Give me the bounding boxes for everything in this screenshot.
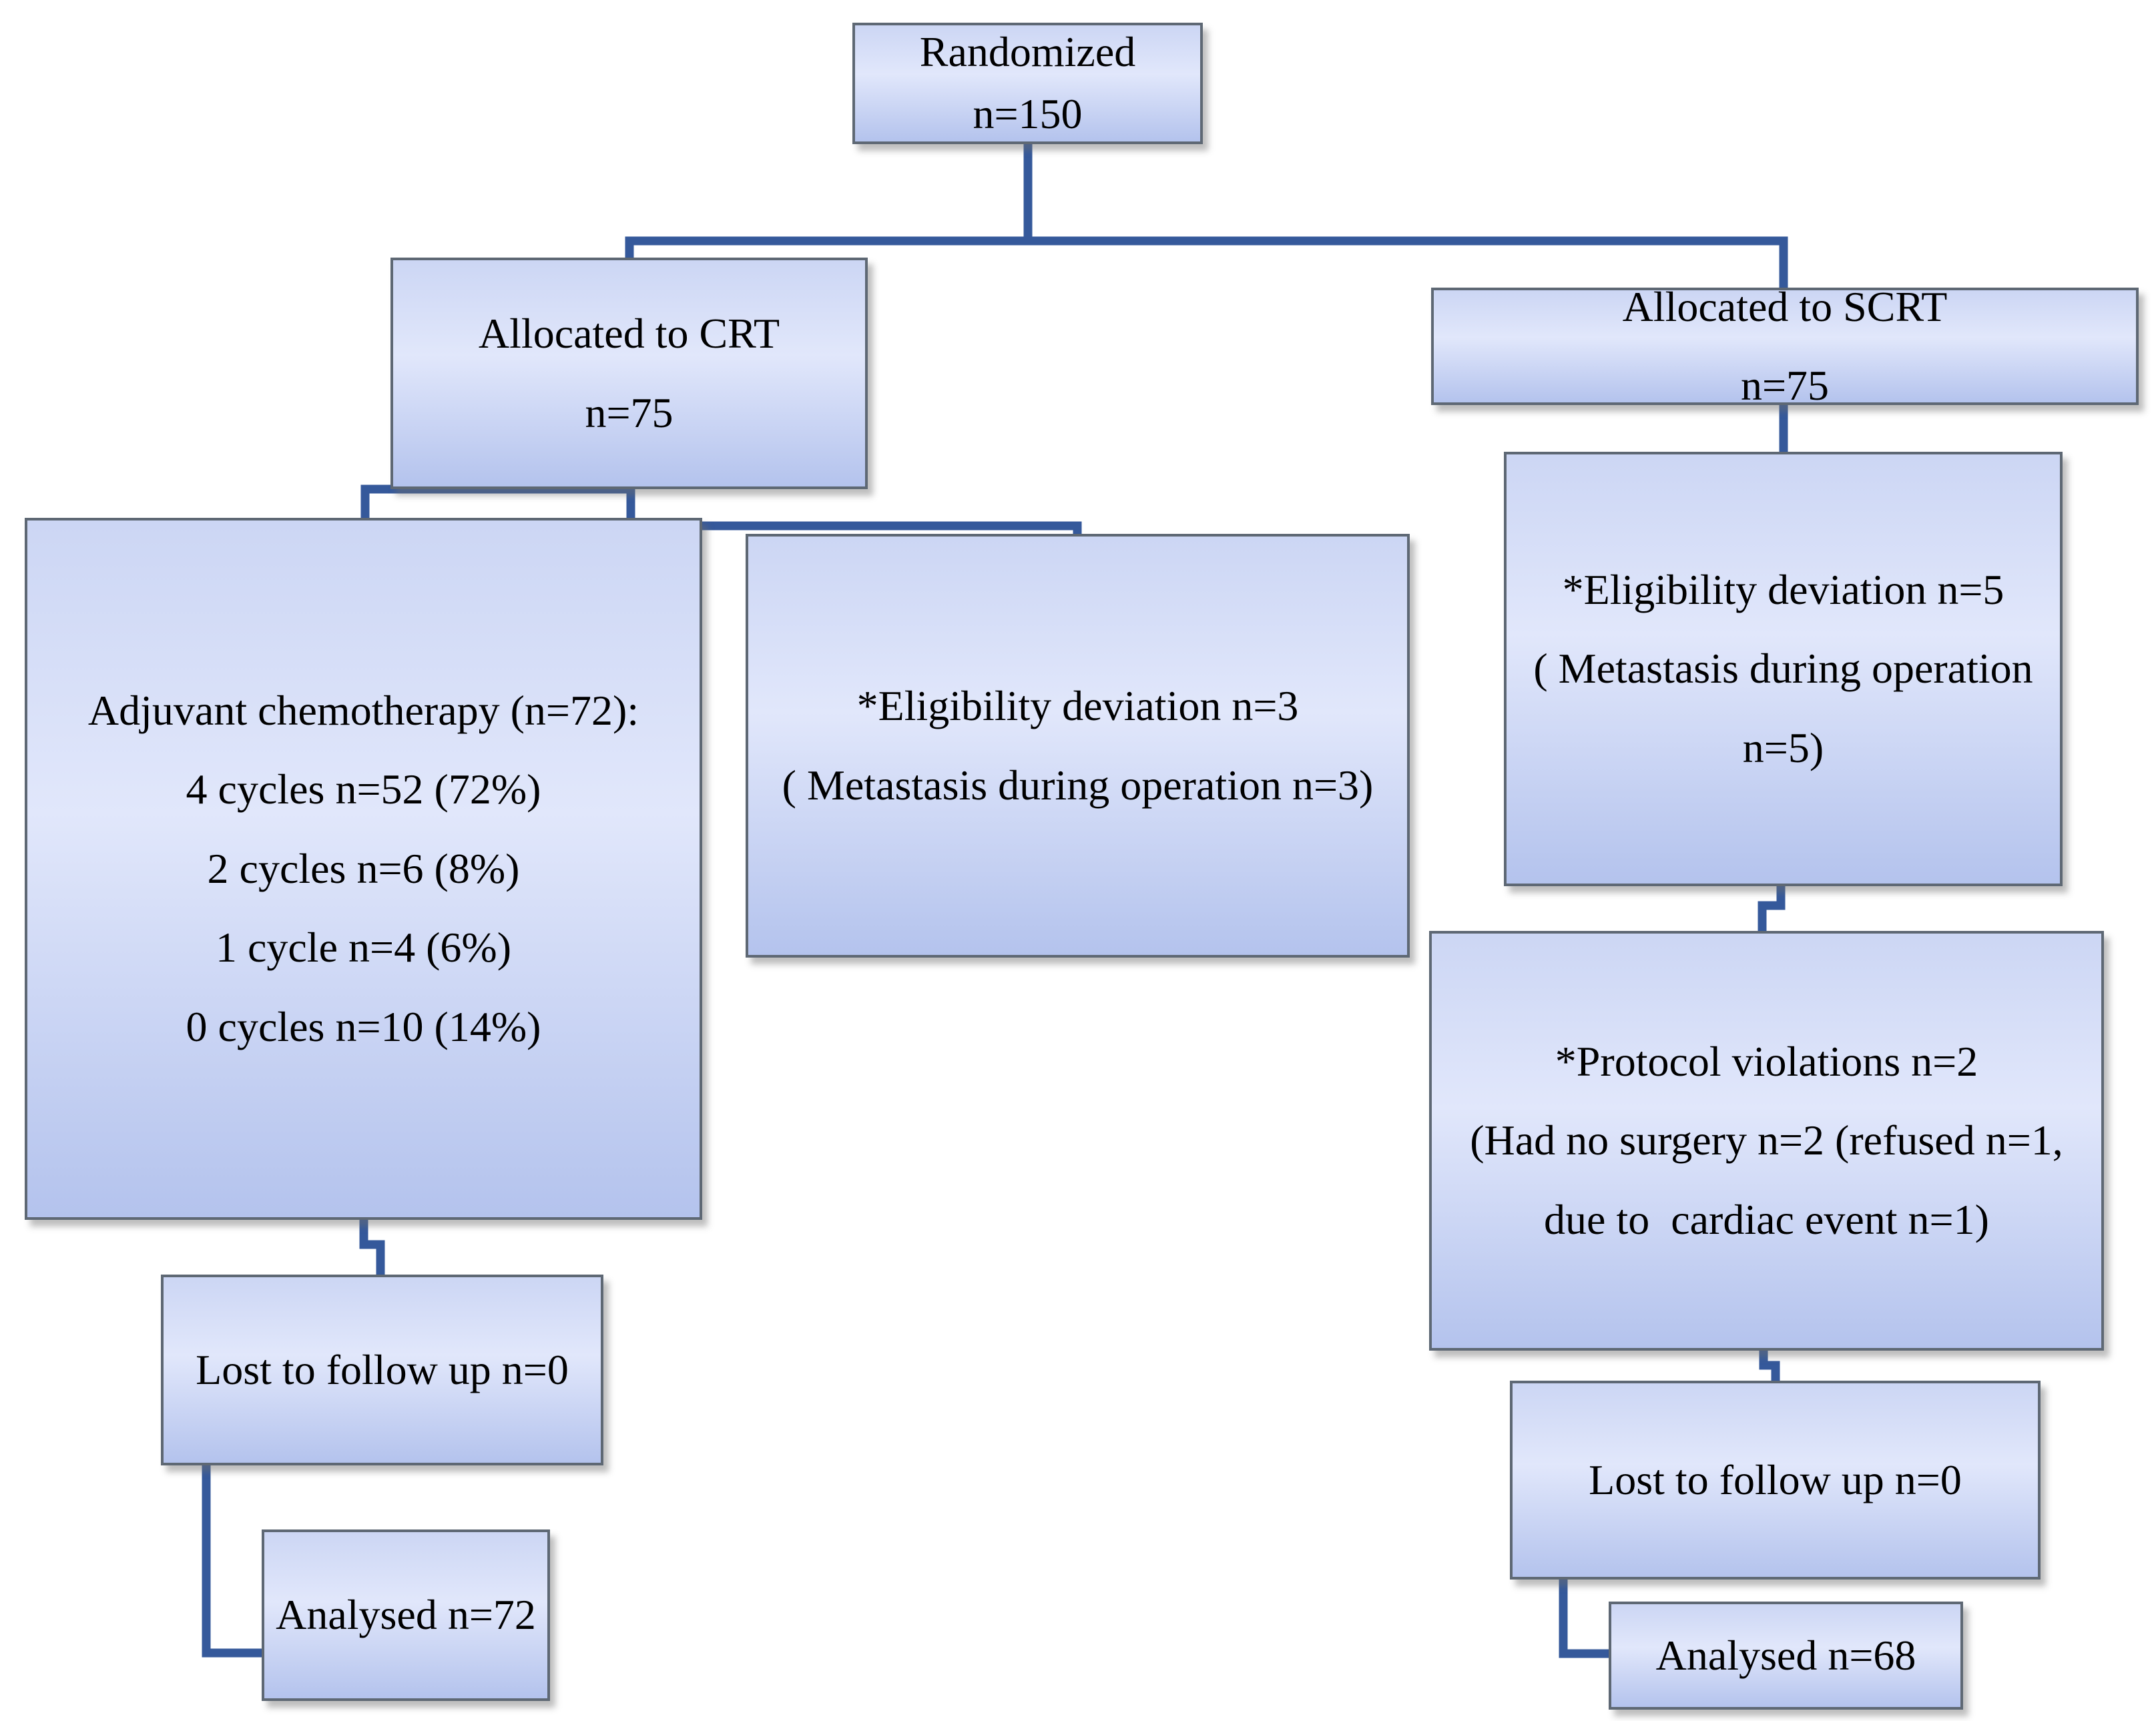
node-line: Analysed n=68 (1655, 1631, 1916, 1679)
node-analysed-crt: Analysed n=72 (262, 1529, 550, 1701)
node-line: 4 cycles n=52 (72%) (186, 765, 541, 813)
connector-eligibility-to-protocol (1758, 885, 1786, 932)
node-adjuvant-chemotherapy: Adjuvant chemotherapy (n=72): 4 cycles n… (25, 518, 702, 1220)
node-randomized: Randomized n=150 (852, 23, 1203, 144)
node-line: ( Metastasis during operation n=3) (782, 761, 1374, 809)
node-line: n=75 (585, 388, 673, 436)
connector-lost-to-analysed-scrt (1559, 1578, 1610, 1658)
node-line: n=5) (1742, 723, 1824, 771)
node-line: 1 cycle n=4 (6%) (215, 924, 512, 972)
node-line: *Eligibility deviation n=5 (1562, 565, 2004, 613)
node-line: ( Metastasis during operation (1533, 645, 2033, 693)
node-line: Randomized (919, 28, 1136, 76)
node-line: Allocated to CRT (478, 310, 780, 358)
connector-adjuvant-to-lost (359, 1219, 385, 1276)
node-line: Analysed n=72 (276, 1591, 536, 1639)
node-line: n=75 (1740, 362, 1830, 409)
node-line: due to cardiac event n=1) (1544, 1195, 1989, 1243)
node-eligibility-deviation-crt: *Eligibility deviation n=3 ( Metastasis … (746, 534, 1410, 958)
node-lost-to-followup-crt: Lost to follow up n=0 (161, 1275, 603, 1465)
node-analysed-scrt: Analysed n=68 (1609, 1602, 1963, 1710)
node-eligibility-deviation-scrt: *Eligibility deviation n=5 ( Metastasis … (1504, 452, 2063, 886)
node-line: Adjuvant chemotherapy (n=72): (87, 687, 639, 735)
node-line: (Had no surgery n=2 (refused n=1, (1470, 1116, 2063, 1164)
node-line: Lost to follow up n=0 (1589, 1455, 1962, 1503)
node-line: n=150 (973, 90, 1083, 137)
node-line: 2 cycles n=6 (8%) (207, 844, 520, 892)
node-line: 0 cycles n=10 (14%) (186, 1002, 541, 1050)
connector-protocol-to-lost (1759, 1349, 1780, 1382)
node-line: *Eligibility deviation n=3 (856, 682, 1299, 730)
node-line: Lost to follow up n=0 (196, 1345, 569, 1393)
node-lost-to-followup-scrt: Lost to follow up n=0 (1510, 1381, 2041, 1580)
node-protocol-violations-scrt: *Protocol violations n=2 (Had no surgery… (1429, 931, 2104, 1351)
node-line: *Protocol violations n=2 (1555, 1037, 1978, 1085)
node-allocated-scrt: Allocated to SCRT n=75 (1431, 283, 2139, 409)
node-line: Allocated to SCRT (1622, 282, 1948, 330)
connector-lost-to-analysed-crt (202, 1464, 263, 1658)
node-allocated-crt: Allocated to CRT n=75 (390, 258, 868, 489)
